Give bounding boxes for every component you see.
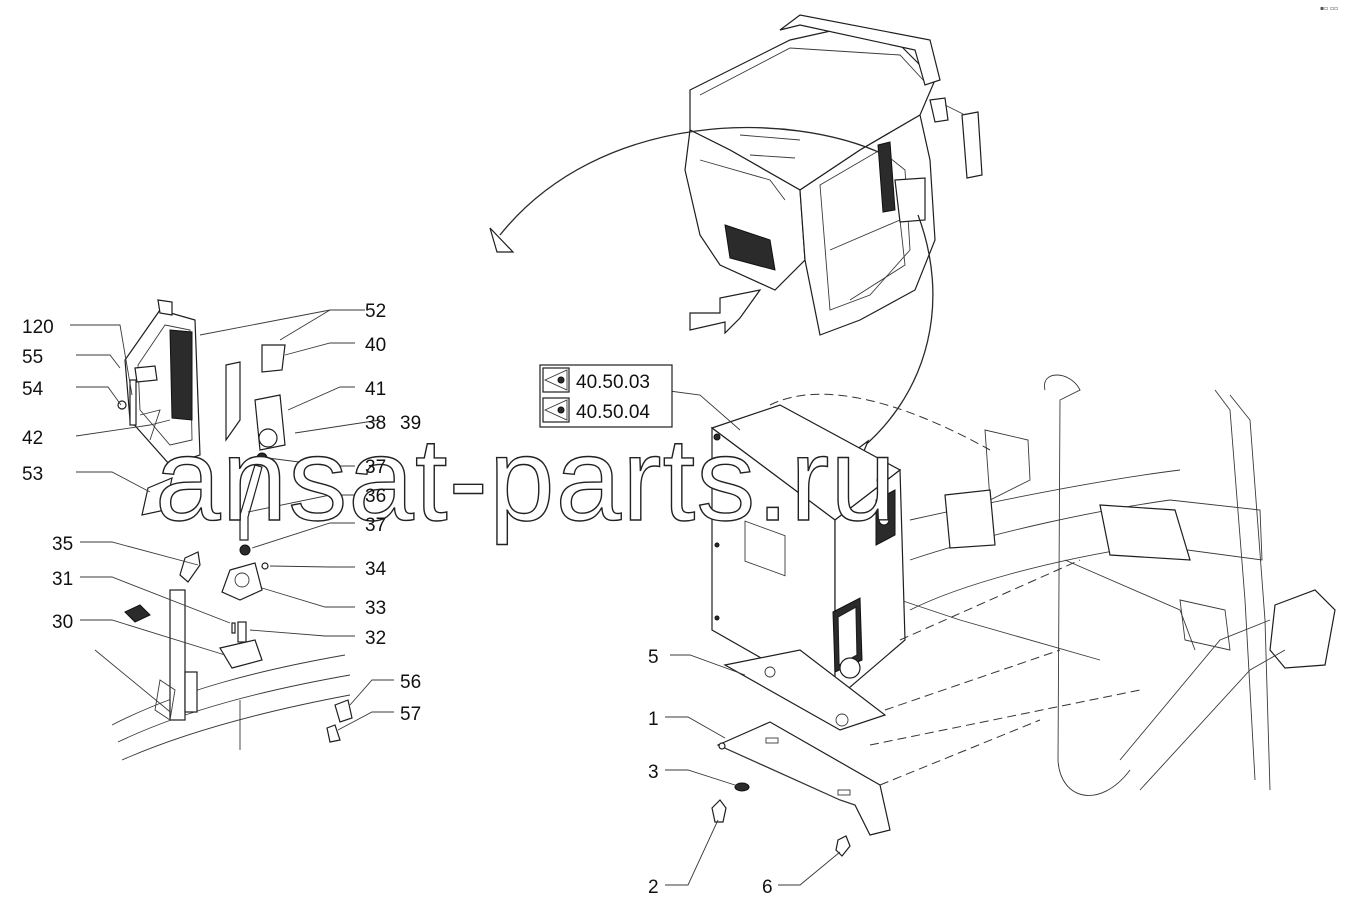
callout-label: 33 — [365, 598, 386, 619]
callout-label: 56 — [400, 672, 421, 693]
callout-label: 52 — [365, 301, 386, 322]
rotate-arrow — [499, 126, 886, 236]
callout-label: 40 — [365, 335, 386, 356]
reference-code-1: 40.50.03 — [576, 372, 650, 393]
callout-label: 53 — [22, 464, 43, 485]
reference-box-1[interactable]: 40.50.03 — [542, 367, 650, 393]
callout-label: 42 — [22, 428, 43, 449]
callout-label: 41 — [365, 379, 386, 400]
callout-label: 5 — [648, 647, 659, 668]
callout-labels: 120 55 54 42 53 52 40 41 38 39 37 36 37 … — [22, 301, 773, 898]
callout-label: 37 — [365, 457, 386, 478]
callout-label: 3 — [648, 762, 659, 783]
callout-label: 38 — [365, 413, 386, 434]
detail-link-arrow — [861, 214, 934, 449]
leader-lines — [70, 309, 841, 886]
callout-label: 120 — [22, 317, 54, 338]
mounting-bracket — [716, 721, 891, 836]
reference-box-2[interactable]: 40.50.04 — [542, 397, 650, 423]
callout-label: 55 — [22, 347, 43, 368]
control-box — [710, 404, 906, 702]
callout-label: 36 — [365, 486, 386, 507]
callout-label: 31 — [52, 569, 73, 590]
tractor-cab — [684, 14, 983, 336]
cab-door-detail — [94, 589, 353, 761]
callout-label: 2 — [648, 877, 659, 898]
cab-frame-background — [899, 374, 1336, 796]
callout-label: 39 — [400, 413, 421, 434]
callout-label: 57 — [400, 704, 421, 725]
reference-box-group: 40.50.03 40.50.04 — [539, 364, 673, 428]
callout-label: 34 — [365, 559, 387, 580]
callout-label: 6 — [762, 877, 773, 898]
callout-label: 30 — [52, 612, 73, 633]
callout-label: 54 — [22, 379, 44, 400]
watermark: ansat-parts.ru — [155, 414, 897, 546]
corner-mark: ▪▫ ▫▫ — [1320, 5, 1338, 12]
callout-label: 32 — [365, 628, 386, 649]
callout-label: 37 — [365, 515, 386, 536]
callout-label: 35 — [52, 534, 73, 555]
reference-code-2: 40.50.04 — [576, 402, 650, 423]
callout-label: 1 — [648, 709, 659, 730]
